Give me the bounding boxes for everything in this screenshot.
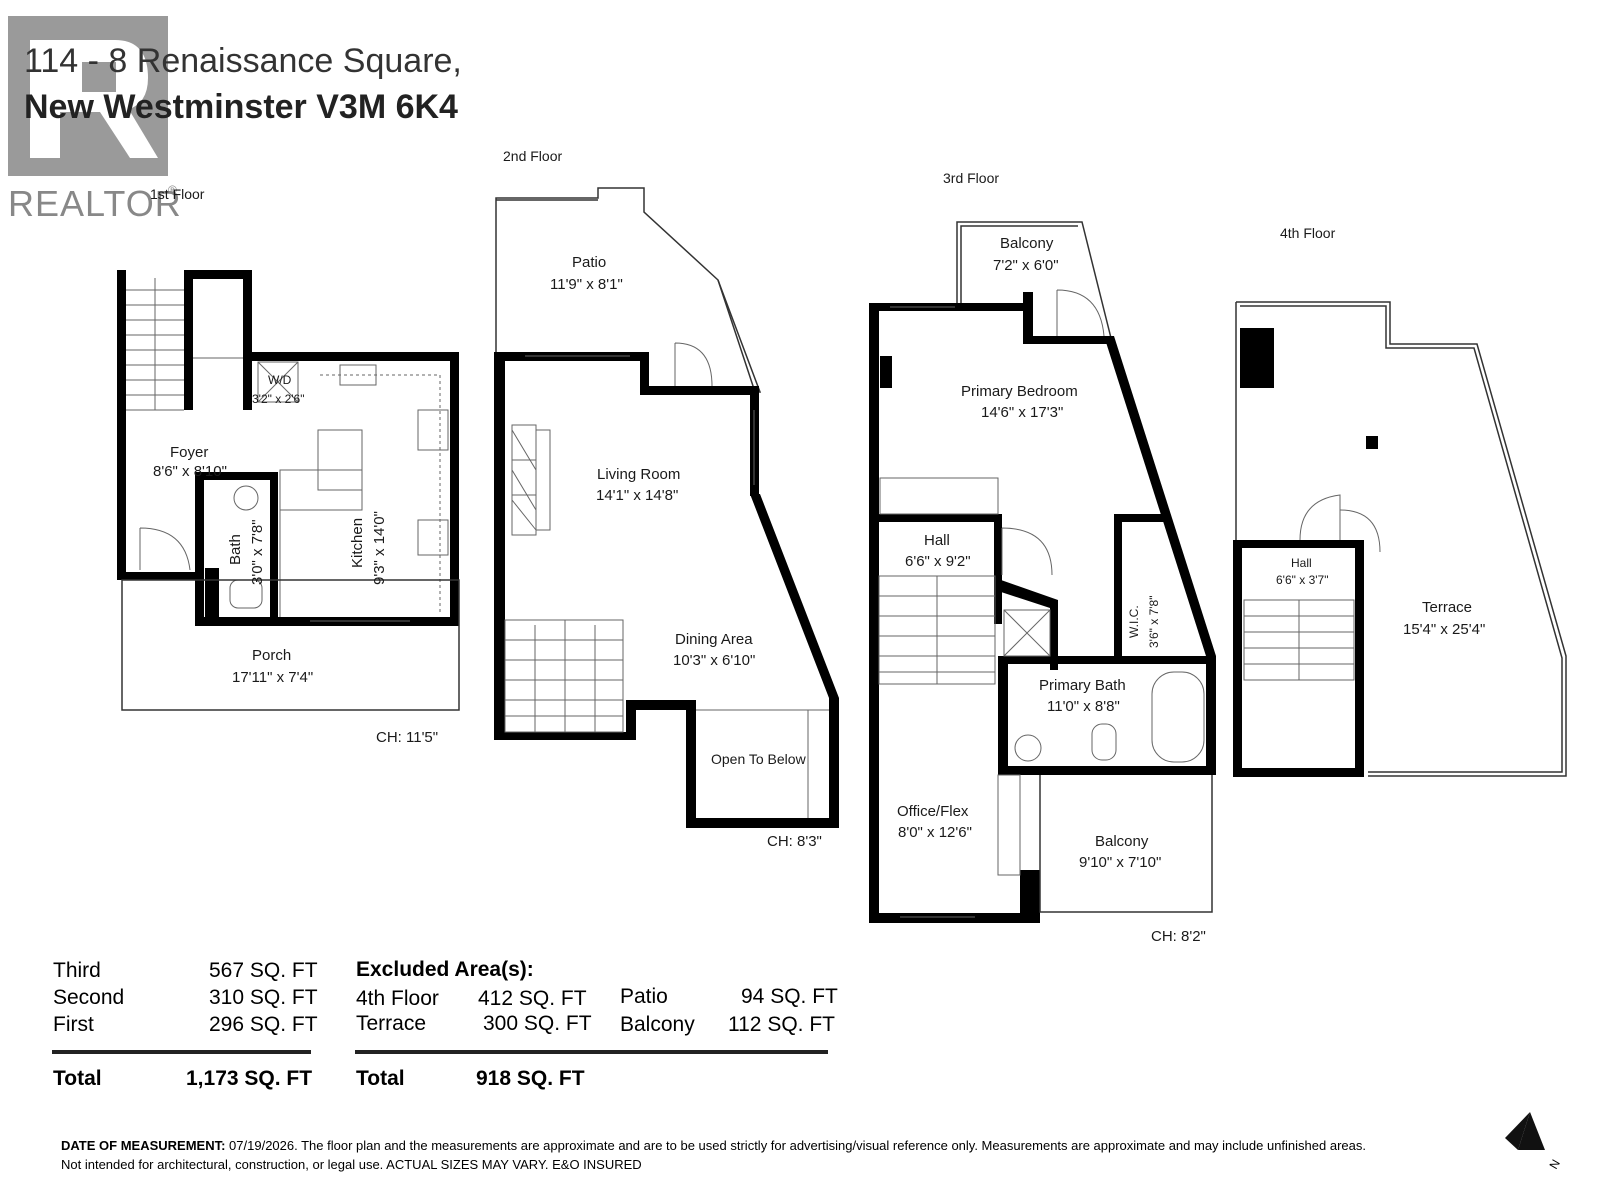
room-name-dining: Dining Area <box>675 631 753 648</box>
excluded-row-name: Terrace <box>356 1012 426 1035</box>
room-name-open-below: Open To Below <box>711 751 807 767</box>
room-dim-kitchen: 9'3" x 14'0" <box>371 511 388 585</box>
room-name-terrace: Terrace <box>1422 599 1472 616</box>
room-dim-dining: 10'3" x 6'10" <box>673 652 755 669</box>
room-name-balcony-bot: Balcony <box>1095 833 1149 850</box>
excluded-row-name: 4th Floor <box>356 987 439 1010</box>
floor-label-second: 2nd Floor <box>503 148 562 164</box>
room-name-living: Living Room <box>597 466 680 483</box>
footer-text: 07/19/2026. The floor plan and the measu… <box>225 1138 1366 1153</box>
floor-label-fourth: 4th Floor <box>1280 225 1336 241</box>
room-name-bath: Bath <box>227 534 244 565</box>
room-dim-hall3: 6'6" x 9'2" <box>905 553 971 570</box>
room-name-hall4: Hall <box>1291 556 1312 570</box>
footer-line2: Not intended for architectural, construc… <box>61 1157 642 1172</box>
room-name-primary-bath: Primary Bath <box>1039 677 1126 694</box>
fourth-floor-plan <box>1233 301 1567 777</box>
room-dim-hall4: 6'6" x 3'7" <box>1276 573 1328 587</box>
room-dim-living: 14'1" x 14'8" <box>596 487 678 504</box>
room-dim-terrace: 15'4" x 25'4" <box>1403 621 1485 638</box>
room-name-wic: W.I.C. <box>1127 605 1141 638</box>
excluded-title: Excluded Area(s): <box>356 958 534 981</box>
area-row-name: Third <box>53 959 101 982</box>
room-dim-foyer: 8'6" x 8'10" <box>153 463 227 480</box>
compass-letter: N <box>1546 1157 1562 1172</box>
area-row-name: Second <box>53 986 124 1009</box>
third-floor-plan <box>869 221 1381 923</box>
room-dim-primary-bath: 11'0" x 8'8" <box>1047 698 1120 715</box>
room-dim-patio: 11'9" x 8'1" <box>550 276 623 293</box>
excluded-total-value: 918 SQ. FT <box>476 1067 585 1090</box>
room-dim-office: 8'0" x 12'6" <box>898 824 972 841</box>
room-dim-wic: 3'6" x 7'8" <box>1147 596 1161 648</box>
footer-bold: DATE OF MEASUREMENT: <box>61 1138 225 1153</box>
room-dim-primary-bed: 14'6" x 17'3" <box>981 404 1063 421</box>
excluded-row-name: Balcony <box>620 1013 695 1036</box>
floor-label-third: 3rd Floor <box>943 170 999 186</box>
room-name-kitchen: Kitchen <box>349 518 366 568</box>
area-divider <box>52 1050 311 1054</box>
room-dim-porch: 17'11" x 7'4" <box>232 669 313 686</box>
room-dim-balcony-bot: 9'10" x 7'10" <box>1079 854 1161 871</box>
excluded-row-value: 112 SQ. FT <box>728 1013 835 1036</box>
footer-line1: DATE OF MEASUREMENT: 07/19/2026. The flo… <box>61 1138 1366 1153</box>
area-row-value: 296 SQ. FT <box>209 1013 318 1036</box>
realtor-logo: REALTOR ® <box>8 16 182 224</box>
ceiling-third: CH: 8'2" <box>1151 928 1206 945</box>
area-row-name: First <box>53 1013 94 1036</box>
address-line1: 114 - 8 Renaissance Square, <box>24 42 462 80</box>
compass-north-icon: N <box>1505 1112 1563 1172</box>
area-summary-table: Third 567 SQ. FT Second 310 SQ. FT First… <box>52 959 318 1090</box>
address-line2: New Westminster V3M 6K4 <box>24 88 458 126</box>
area-total-value: 1,173 SQ. FT <box>186 1067 312 1090</box>
area-row-value: 567 SQ. FT <box>209 959 318 982</box>
excluded-area-table: Excluded Area(s): 4th Floor 412 SQ. FT T… <box>355 958 838 1090</box>
area-row-value: 310 SQ. FT <box>209 986 318 1009</box>
ceiling-first: CH: 11'5" <box>376 729 438 746</box>
excluded-divider <box>355 1050 828 1054</box>
registered-mark: ® <box>168 183 177 197</box>
realtor-logo-text: REALTOR <box>8 183 182 224</box>
room-name-patio: Patio <box>572 254 606 271</box>
excluded-row-value: 300 SQ. FT <box>483 1012 592 1035</box>
room-dim-balcony-top: 7'2" x 6'0" <box>993 257 1059 274</box>
excluded-row-name: Patio <box>620 985 668 1008</box>
first-floor-plan <box>117 270 460 711</box>
room-dim-wd: 3'2" x 2'6" <box>252 392 304 406</box>
room-name-foyer: Foyer <box>170 444 208 461</box>
excluded-total-label: Total <box>356 1067 405 1090</box>
room-name-hall3: Hall <box>924 532 950 549</box>
ceiling-second: CH: 8'3" <box>767 833 822 850</box>
excluded-row-value: 412 SQ. FT <box>478 987 587 1010</box>
excluded-row-value: 94 SQ. FT <box>741 985 838 1008</box>
room-name-office: Office/Flex <box>897 803 969 820</box>
room-name-porch: Porch <box>252 647 291 664</box>
floor-label-first: 1st Floor <box>150 186 205 202</box>
second-floor-plan <box>494 187 839 828</box>
room-dim-bath: 3'0" x 7'8" <box>249 519 266 585</box>
area-total-label: Total <box>53 1067 102 1090</box>
room-name-balcony-top: Balcony <box>1000 235 1054 252</box>
room-name-primary-bed: Primary Bedroom <box>961 383 1078 400</box>
room-name-wd: W/D <box>268 373 292 387</box>
